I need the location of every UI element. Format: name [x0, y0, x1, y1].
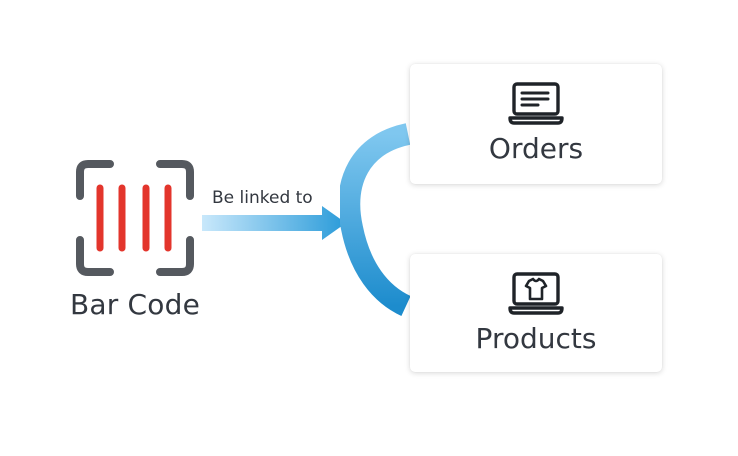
order-laptop-icon: [508, 82, 564, 125]
products-card: Products: [410, 254, 662, 372]
connector-arc: [340, 123, 412, 316]
orders-card: Orders: [410, 64, 662, 184]
link-label: Be linked to: [212, 188, 313, 208]
orders-label: Orders: [488, 132, 584, 165]
barcode-scan-icon: [76, 160, 194, 276]
source-label: Bar Code: [69, 288, 201, 321]
right-arrow-icon: [202, 206, 346, 240]
products-label: Products: [475, 322, 597, 355]
product-laptop-icon: [508, 272, 564, 315]
